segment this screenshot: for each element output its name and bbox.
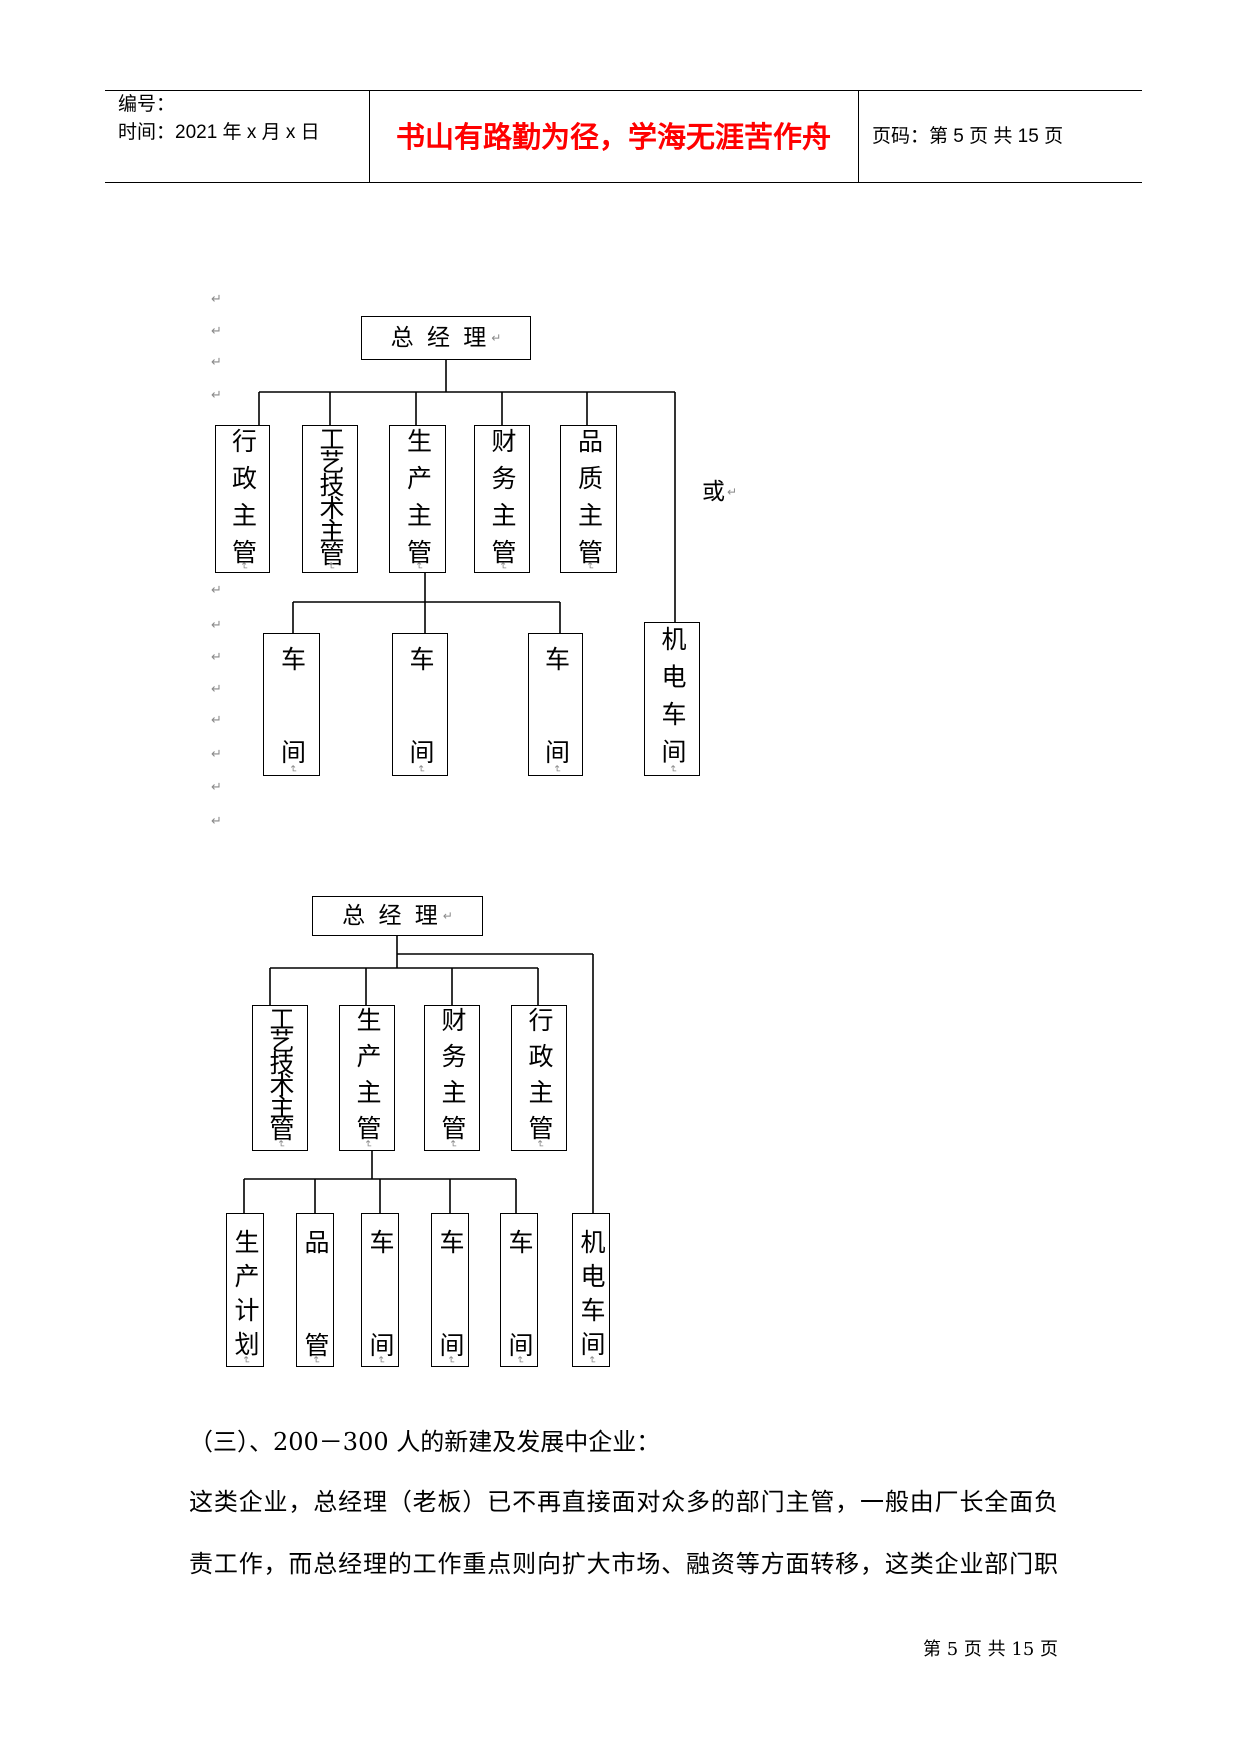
header-bottom-rule — [105, 182, 1142, 183]
general-manager-label: 总 经 理 — [390, 325, 490, 351]
alternative-label: 或↵ — [702, 478, 737, 506]
workshop-box: 车间 ↵ — [392, 633, 448, 832]
paragraph-mark: ↵ — [211, 292, 222, 307]
alternative-label-text: 或 — [702, 479, 725, 505]
document-date-label: 时间：2021 年 x 月 x 日 — [118, 122, 320, 143]
paragraph-mark: ↵ — [211, 682, 222, 697]
production-planning-label: 生产计划 — [231, 1229, 260, 1365]
paragraph-mark: ↵ — [211, 583, 222, 598]
mechanical-workshop-label: 机电车间 — [658, 626, 687, 776]
paragraph-mark: ↵ — [211, 618, 222, 633]
paragraph-mark: ↵ — [583, 561, 595, 571]
dept-label-process-tech: 工艺技术主管 — [316, 426, 345, 564]
workshop-box: 车间 ↵ — [263, 633, 320, 832]
paragraph-mark: ↵ — [325, 561, 336, 571]
dept-box-quality: 品质主管 ↵ — [560, 425, 617, 576]
general-manager-box: 总 经 理↵ — [361, 316, 531, 360]
document-number-label: 编号： — [118, 94, 176, 115]
general-manager-label: 总 经 理 — [342, 903, 441, 929]
paragraph-mark: ↵ — [534, 1139, 545, 1149]
paragraph-mark: ↵ — [286, 764, 298, 774]
paragraph-mark: ↵ — [445, 1355, 456, 1365]
paragraph-mark: ↵ — [211, 747, 222, 762]
quality-control-box: 品管 ↵ — [296, 1213, 334, 1435]
workshop-box: 车间 ↵ — [361, 1213, 399, 1435]
paragraph-mark: ↵ — [586, 1355, 597, 1365]
dept-box-finance: 财务主管 ↵ — [474, 425, 530, 576]
paragraph-mark: ↵ — [211, 780, 222, 795]
paragraph-mark: ↵ — [240, 1355, 251, 1365]
dept-label-quality: 品质主管 — [574, 428, 604, 576]
workshop-box: 车间 ↵ — [528, 633, 583, 832]
page-footer: 第 5 页 共 15 页 — [923, 1639, 1058, 1660]
paragraph-mark: ↵ — [514, 1355, 525, 1365]
paragraph-mark: ↵ — [442, 909, 453, 923]
paragraph-mark: ↵ — [237, 561, 249, 571]
page-indicator-label: 页码：第 5 页 共 15 页 — [872, 126, 1064, 147]
general-manager-box: 总 经 理↵ — [312, 896, 483, 936]
dept-label-production: 生产主管 — [403, 428, 433, 576]
workshop-label: 车间 — [505, 1229, 534, 1435]
workshop-label: 车间 — [436, 1229, 465, 1435]
paragraph-line: 这类企业，总经理（老板）已不再直接面对众多的部门主管，一般由厂长全面负 — [189, 1488, 1058, 1516]
workshop-box: 车间 ↵ — [500, 1213, 538, 1435]
paragraph-mark: ↵ — [447, 1139, 458, 1149]
dept-label-finance: 财务主管 — [488, 428, 517, 576]
paragraph-mark: ↵ — [211, 650, 222, 665]
paragraph-mark: ↵ — [211, 388, 222, 403]
dept-label-admin: 行政主管 — [525, 1007, 554, 1151]
workshop-label: 车间 — [541, 646, 571, 832]
header-divider-right — [858, 90, 859, 182]
paragraph-mark: ↵ — [412, 561, 424, 571]
paragraph-line: 责工作，而总经理的工作重点则向扩大市场、融资等方面转移，这类企业部门职 — [189, 1550, 1058, 1578]
workshop-label: 车间 — [277, 646, 307, 832]
dept-label-process-tech: 工艺技术主管 — [266, 1006, 295, 1138]
dept-label-finance: 财务主管 — [438, 1007, 467, 1151]
paragraph-mark: ↵ — [497, 561, 508, 571]
paragraph-mark: ↵ — [362, 1139, 373, 1149]
paragraph-mark: ↵ — [491, 331, 502, 345]
mechanical-workshop-box: 机电车间 ↵ — [644, 622, 700, 776]
paragraph-mark: ↵ — [211, 324, 222, 339]
workshop-label: 车间 — [366, 1229, 395, 1435]
paragraph-mark: ↵ — [727, 485, 738, 499]
dept-box-admin: 行政主管 ↵ — [215, 425, 270, 576]
paragraph-mark: ↵ — [275, 1139, 286, 1149]
dept-box-production: 生产主管 ↵ — [339, 1005, 395, 1151]
dept-label-admin: 行政主管 — [228, 428, 258, 576]
dept-box-finance: 财务主管 ↵ — [424, 1005, 480, 1151]
paragraph-mark: ↵ — [211, 355, 222, 370]
paragraph-mark: ↵ — [211, 814, 222, 829]
paragraph-mark: ↵ — [415, 764, 426, 774]
header-divider-left — [369, 90, 370, 182]
dept-box-process-tech: 工艺技术主管 ↵ — [252, 1005, 308, 1151]
mechanical-workshop-label: 机电车间 — [577, 1229, 606, 1365]
dept-label-production: 生产主管 — [353, 1007, 382, 1151]
paragraph-mark: ↵ — [310, 1355, 321, 1365]
section-heading: （三）、200－300 人的新建及发展中企业： — [189, 1428, 661, 1456]
production-planning-box: 生产计划 ↵ — [226, 1213, 264, 1367]
workshop-label: 车间 — [406, 646, 435, 832]
paragraph-mark: ↵ — [667, 764, 678, 774]
motto-text: 书山有路勤为径，学海无涯苦作舟 — [395, 120, 831, 154]
paragraph-mark: ↵ — [211, 713, 222, 728]
dept-box-admin: 行政主管 ↵ — [511, 1005, 567, 1151]
header-top-rule — [105, 90, 1142, 91]
paragraph-mark: ↵ — [375, 1355, 386, 1365]
dept-box-production: 生产主管 ↵ — [389, 425, 446, 576]
paragraph-mark: ↵ — [550, 764, 562, 774]
dept-box-process-tech: 工艺技术主管 ↵ — [302, 425, 358, 573]
quality-control-label: 品管 — [301, 1229, 330, 1435]
mechanical-workshop-box: 机电车间 ↵ — [572, 1213, 610, 1367]
workshop-box: 车间 ↵ — [431, 1213, 469, 1435]
